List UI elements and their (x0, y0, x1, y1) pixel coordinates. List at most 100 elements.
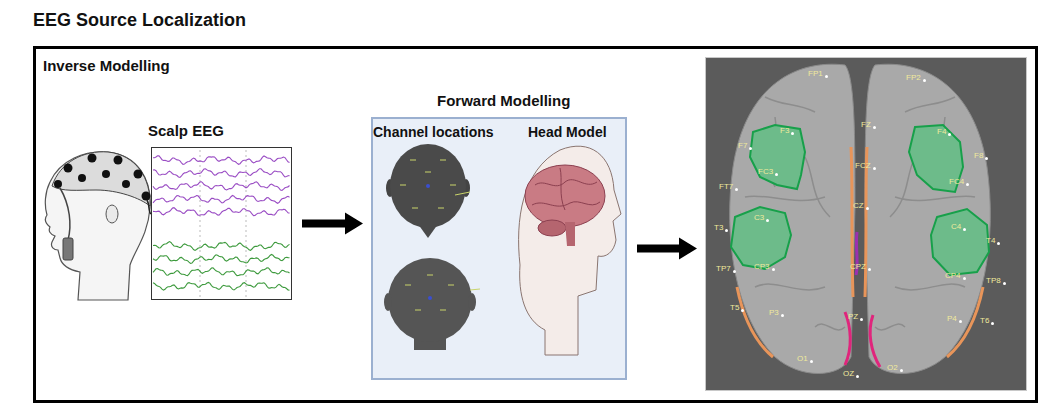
brain-source-map (730, 64, 991, 373)
cap-strap (60, 188, 70, 240)
time-marker (200, 150, 201, 298)
ear (106, 205, 118, 223)
electrode-label: T5 (730, 303, 744, 312)
eeg-trace (153, 196, 290, 204)
eeg-cable (147, 200, 151, 214)
electrode-label: CPZ (850, 262, 871, 271)
panel-heading: Inverse Modelling (43, 57, 170, 74)
brainstem (565, 222, 575, 246)
electrode-label: CZ (853, 201, 869, 210)
head-model-illustration (519, 146, 621, 355)
marker (448, 285, 454, 286)
sub-heading: Head Model (528, 124, 607, 140)
head-outline (45, 152, 150, 300)
electrode-label: T6 (980, 316, 994, 325)
electrode-label: PZ (848, 312, 863, 321)
electrode-label: OZ (843, 369, 859, 378)
sub-heading: Channel locations (373, 124, 494, 140)
electrode-label: CP3 (754, 262, 775, 271)
region-outline (845, 312, 880, 367)
electrode-dot (102, 170, 110, 178)
marker (440, 310, 446, 311)
electrode-label: FCZ (855, 161, 876, 170)
electrode-dot (64, 164, 73, 173)
channel-markers (400, 160, 470, 208)
panel-heading: Forward Modelling (437, 92, 570, 109)
eeg-trace (153, 255, 290, 264)
electrode-dot (54, 180, 62, 188)
eeg-trace (153, 182, 290, 191)
eeg-head-illustration (45, 152, 151, 300)
electrode-label: FC3 (758, 167, 778, 176)
electrode-label: TP8 (986, 276, 1006, 285)
active-region (909, 125, 963, 192)
eeg-traces (153, 150, 290, 298)
marker (438, 208, 444, 209)
marker (410, 160, 416, 161)
eeg-cap (52, 152, 150, 206)
origin-marker (428, 296, 432, 300)
electrode-label: C3 (754, 213, 769, 222)
electrode-label: C4 (951, 222, 966, 231)
marker (427, 275, 433, 276)
eeg-trace (153, 208, 290, 216)
region-outline (856, 232, 857, 275)
electrode-label: FZ (861, 120, 876, 129)
marker (470, 289, 480, 290)
electrode-dot (134, 170, 143, 179)
nose (418, 224, 438, 238)
amplifier-device (63, 238, 73, 260)
cerebellum (538, 220, 566, 236)
electrode-label: F3 (780, 126, 794, 135)
electrode-label: T3 (714, 223, 728, 232)
marker (440, 160, 446, 161)
head-profile (519, 146, 621, 355)
electrode-label: O2 (887, 363, 903, 372)
eeg-trace (153, 169, 290, 178)
electrode-label: FP1 (808, 69, 828, 78)
electrode-label: O1 (797, 354, 813, 363)
electrode-label: FC4 (949, 177, 969, 186)
electrode-dot (122, 180, 130, 188)
electrode-label: FT7 (719, 182, 738, 191)
block-arrow (302, 213, 363, 235)
marker (450, 185, 456, 186)
eeg-trace (153, 242, 290, 251)
channel-markers (405, 275, 480, 310)
electrode-label: T4 (986, 236, 1000, 245)
brain-gyri (532, 168, 600, 210)
electrode-dot (142, 192, 151, 201)
marker (455, 192, 470, 195)
cap-electrodes (54, 154, 151, 201)
electrode-label: FP2 (906, 73, 926, 82)
electrode-dot (88, 154, 97, 163)
marker (425, 172, 431, 173)
eeg-trace (153, 282, 290, 290)
brain (525, 165, 605, 227)
active-region (750, 125, 805, 189)
electrode-label: F8 (974, 151, 988, 160)
active-region (731, 207, 791, 269)
panel-heading: Scalp EEG (148, 122, 224, 139)
electrode-label: P4 (947, 314, 962, 323)
electrode-label: P3 (769, 308, 784, 317)
region-outline (737, 147, 983, 357)
electrode-label: F4 (937, 127, 951, 136)
eeg-trace (153, 268, 290, 276)
head-back-view (388, 258, 472, 342)
marker (415, 310, 421, 311)
active-region (931, 209, 989, 275)
electrode-label: TP7 (716, 264, 736, 273)
origin-marker (426, 184, 430, 188)
electrode-label: CP4 (945, 271, 966, 280)
scalp-eeg-box: Scalp EEG (151, 147, 292, 300)
block-arrow (637, 238, 697, 260)
electrode-dot (78, 174, 86, 182)
ear (468, 293, 476, 311)
ear (384, 293, 392, 311)
channel-location-heads (384, 144, 480, 350)
marker (405, 285, 411, 286)
marker (400, 185, 406, 186)
electrode-dot (114, 156, 123, 165)
